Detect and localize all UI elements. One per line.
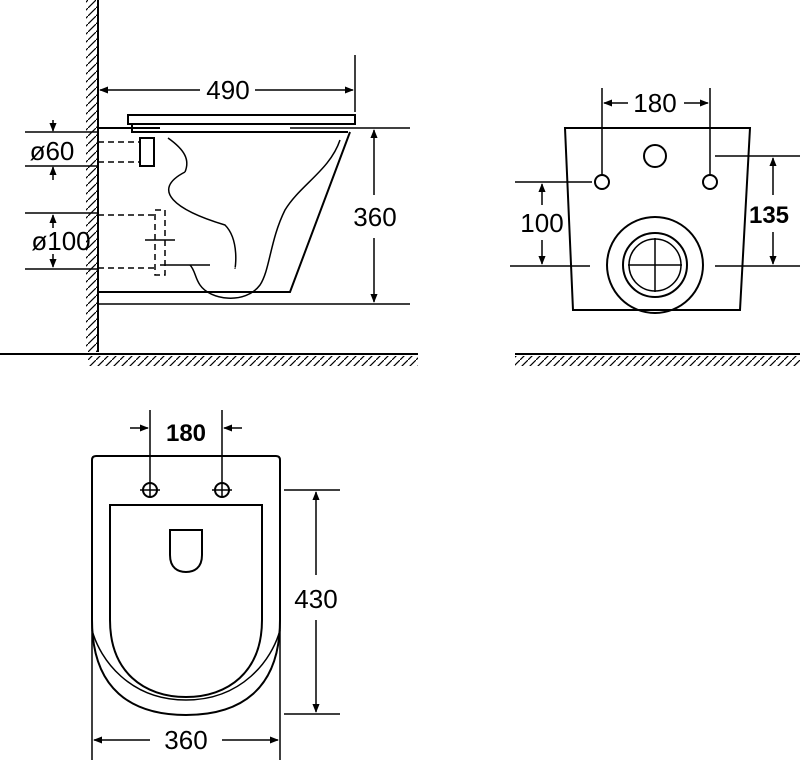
seat-lid [127, 114, 356, 125]
top-view: 180 430 360 [91, 410, 340, 760]
rear-view: 180 100 135 [510, 88, 800, 366]
seat-ring [131, 124, 348, 133]
outlet-diameter-label: ø100 [31, 226, 90, 256]
bolt-hole-right [702, 174, 718, 190]
outlet-ring-inner [622, 232, 688, 298]
drain-opening [169, 529, 203, 574]
rear-outlet-height-label: 100 [520, 208, 563, 238]
rear-floor-hatch [515, 356, 800, 366]
wall-hatch [86, 0, 98, 352]
side-view: 490 360 ø60 ø100 [0, 0, 418, 366]
trap-inner [167, 171, 237, 269]
inlet-fitting [139, 137, 155, 167]
outlet-ring-outer [606, 216, 704, 314]
top-width-label: 360 [164, 725, 207, 755]
top-seat-bolt-spacing-label: 180 [166, 420, 206, 447]
top-seat-opening [109, 504, 263, 699]
side-width-label: 490 [206, 75, 249, 105]
top-outer-outline [91, 455, 281, 717]
inlet-diameter-label: ø60 [30, 136, 75, 166]
floor-hatch [88, 356, 418, 366]
outlet-fitting [154, 209, 166, 276]
bolt-hole-left [594, 174, 610, 190]
side-height-label: 360 [353, 202, 396, 232]
top-length-label: 430 [294, 584, 337, 614]
inlet-hole [643, 144, 667, 168]
rear-bolt-spacing-label: 180 [633, 88, 676, 118]
bowl-front-outline [98, 131, 351, 293]
rear-bolt-height-label: 135 [749, 202, 789, 229]
rear-outline [563, 127, 752, 311]
bowl-inner [189, 139, 341, 299]
inlet-channel [167, 137, 188, 173]
